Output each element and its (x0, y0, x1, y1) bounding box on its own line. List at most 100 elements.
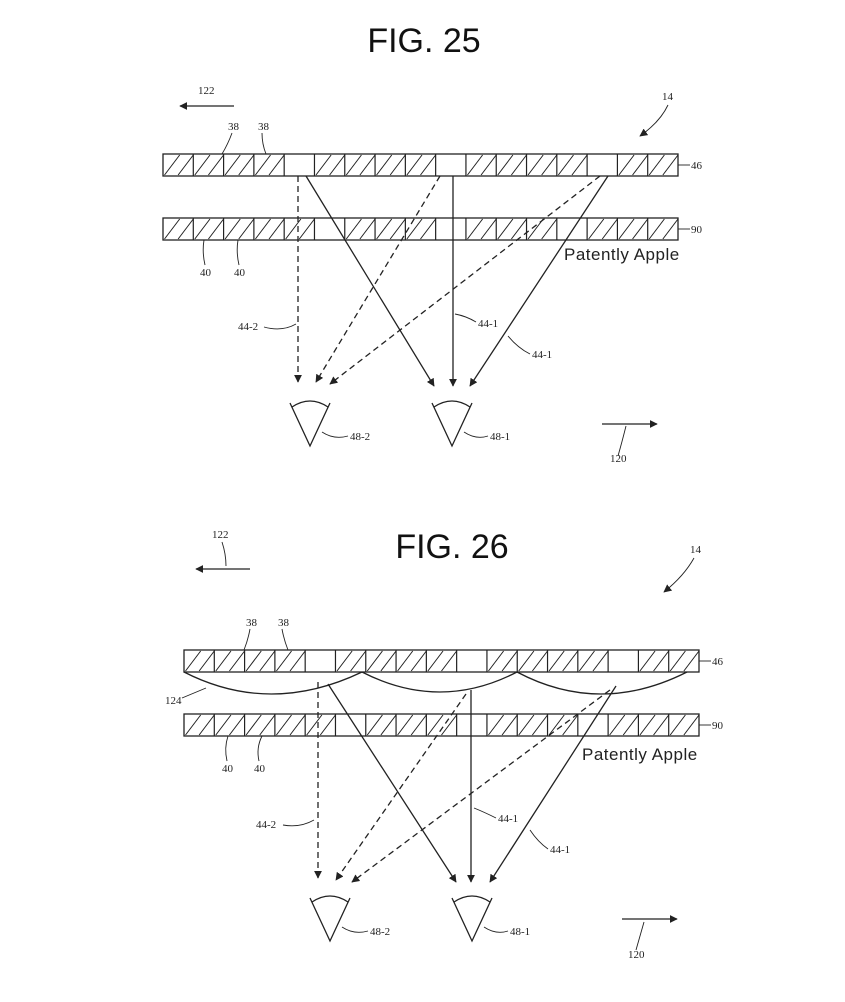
layer-46-label: 46 (712, 656, 724, 668)
hatch-mark (683, 650, 700, 672)
hatch-mark (441, 714, 458, 736)
layer-90-label: 90 (712, 720, 724, 732)
hatch-mark (259, 650, 276, 672)
hatch-mark (441, 650, 458, 672)
eye-label-48-1: 48-1 (490, 431, 510, 443)
leader-line (282, 819, 315, 827)
leader-line (463, 431, 489, 438)
hatch-mark (245, 650, 262, 672)
hatch-mark (578, 650, 595, 672)
hatch-mark (289, 650, 306, 672)
device-label: 14 (662, 91, 674, 103)
eye-icon (451, 895, 493, 943)
hatch-mark (366, 714, 383, 736)
hatch-mark (609, 714, 626, 736)
layer-46-label: 46 (691, 160, 703, 172)
hatch-mark (622, 714, 639, 736)
hatch-mark (208, 154, 224, 176)
hatch-mark (254, 154, 271, 176)
hatch-mark (359, 154, 376, 176)
hatch-mark (420, 218, 437, 240)
hatch-mark (185, 714, 202, 736)
hatch-mark (541, 154, 558, 176)
hatch-mark (467, 154, 484, 176)
hatch-mark (527, 154, 544, 176)
leader-line (454, 313, 477, 323)
leader-line (263, 323, 297, 330)
shutter-label-b: 40 (254, 763, 266, 775)
arrow-right-label: 120 (628, 949, 645, 961)
watermark-text: Patently Apple (564, 245, 680, 264)
hatch-mark (571, 154, 588, 176)
hatch-mark (380, 714, 397, 736)
hatch-mark (639, 650, 656, 672)
hatch-mark (467, 218, 484, 240)
ray-label-44-1-b: 44-1 (550, 844, 570, 856)
device-label: 14 (690, 544, 702, 556)
hatch-mark (298, 218, 315, 240)
hatch-mark (406, 218, 423, 240)
device-pointer-arrow (639, 104, 669, 137)
leader-line (257, 735, 263, 762)
hatch-mark (359, 218, 376, 240)
hatch-mark (238, 218, 255, 240)
pixel-cells (185, 650, 700, 672)
hatch-mark (229, 714, 245, 736)
hatch-mark (420, 154, 437, 176)
hatch-mark (588, 218, 605, 240)
hatch-mark (518, 714, 535, 736)
hatch-mark (639, 714, 656, 736)
hatch-mark (410, 650, 427, 672)
pixel-cells (164, 154, 679, 176)
leader-line (341, 926, 369, 933)
hatch-mark (345, 218, 362, 240)
hatch-mark (177, 154, 194, 176)
shutter-label-b: 40 (234, 267, 246, 279)
light-rays (314, 682, 617, 883)
ray-label-44-1-a: 44-1 (478, 318, 498, 330)
hatch-mark (376, 154, 393, 176)
hatch-mark (215, 714, 232, 736)
eye-icon (289, 400, 331, 448)
pixel-label-b: 38 (258, 121, 270, 133)
layer-90-label: 90 (691, 224, 703, 236)
hatch-mark (531, 650, 548, 672)
ray-dashed (329, 175, 601, 385)
leader-line (181, 687, 207, 699)
ray-solid (469, 175, 609, 387)
hatch-mark (510, 154, 527, 176)
hatch-mark (501, 650, 518, 672)
hatch-mark (662, 218, 679, 240)
pixel-label-b: 38 (278, 617, 290, 629)
arrow-left-label: 122 (198, 85, 215, 97)
hatch-mark (406, 154, 423, 176)
eye-icon (309, 895, 351, 943)
hatch-mark (238, 154, 255, 176)
hatch-mark (215, 650, 232, 672)
watermark-text: Patently Apple (582, 745, 698, 764)
hatch-mark (345, 154, 362, 176)
device-pointer-arrow (663, 557, 695, 593)
hatch-mark (510, 218, 527, 240)
hatch-mark (198, 650, 215, 672)
figure-25-title: FIG. 25 (367, 22, 480, 60)
hatch-mark (662, 154, 679, 176)
leader-line (221, 541, 227, 567)
eye-label-48-2: 48-2 (350, 431, 370, 443)
leader-line (281, 628, 289, 651)
lens-array (183, 671, 688, 695)
eye-icon (431, 400, 473, 448)
display-pixel-layer (162, 153, 679, 177)
hatch-mark (254, 218, 271, 240)
hatch-mark (389, 218, 406, 240)
ray-dashed (335, 693, 467, 881)
hatch-mark (389, 154, 406, 176)
hatch-mark (177, 218, 194, 240)
ray-dashed (315, 175, 441, 383)
ray-label-44-2: 44-2 (238, 321, 258, 333)
hatch-mark (592, 650, 609, 672)
hatch-mark (366, 650, 383, 672)
ray-dashed (351, 689, 611, 883)
hatch-mark (194, 154, 211, 176)
